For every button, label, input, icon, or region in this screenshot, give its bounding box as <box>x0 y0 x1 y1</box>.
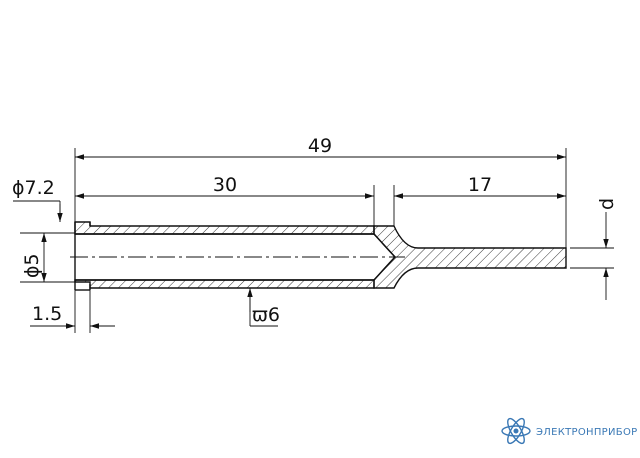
dim-bore-length-text: 30 <box>213 174 237 196</box>
extension-lines <box>13 148 614 333</box>
dim-flange-diameter-text: ϕ7.2 <box>12 177 55 199</box>
tip-section <box>373 225 567 289</box>
dim-bore-diameter-text: ϕ5 <box>21 253 43 278</box>
dim-tip-length-text: 17 <box>468 174 492 196</box>
top-wall-section <box>74 221 375 235</box>
bottom-wall-section <box>74 279 375 289</box>
dim-tip-diameter-text: d <box>596 198 618 210</box>
dimension-lines <box>30 154 609 329</box>
logo-text: ЭЛЕКТРОНПРИБОР <box>536 427 637 438</box>
dim-overall-text: 49 <box>308 135 332 157</box>
dim-outer-diameter-text: ϖ6 <box>252 304 280 326</box>
atom-icon <box>501 417 531 445</box>
logo: ЭЛЕКТРОНПРИБОР <box>501 417 637 445</box>
part-section <box>74 221 567 291</box>
dim-flange-width-text: 1.5 <box>32 303 62 325</box>
